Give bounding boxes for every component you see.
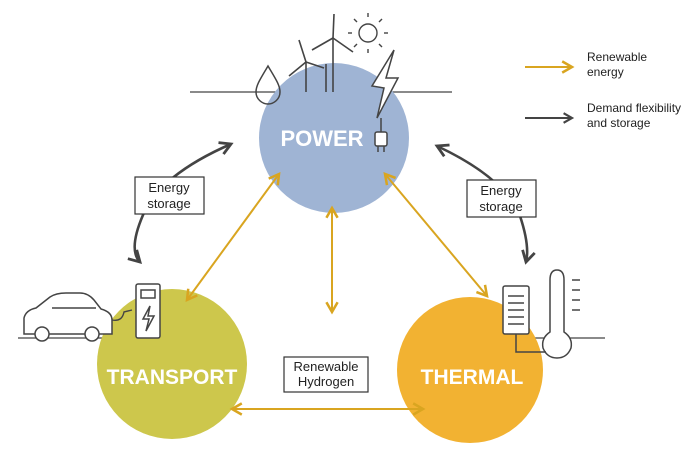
legend-demand-line2: and storage xyxy=(587,116,651,130)
lightning-icon xyxy=(370,49,400,119)
legend: Renewable energy Demand flexibility and … xyxy=(525,50,681,130)
thermal-label: THERMAL xyxy=(421,366,524,389)
energy-storage-left-box: Energy storage xyxy=(134,176,205,215)
transport-circle xyxy=(97,289,247,439)
ev-charger-icon xyxy=(135,283,161,339)
energy-storage-right-line2: storage xyxy=(479,199,522,214)
heating-pipe xyxy=(515,334,546,353)
energy-storage-left-line1: Energy xyxy=(148,180,190,195)
legend-renewable-line1: Renewable xyxy=(587,50,647,64)
sun-icon xyxy=(348,13,388,53)
energy-storage-left-line2: storage xyxy=(147,196,190,211)
water-drop-icon xyxy=(255,64,281,105)
renewable-hydrogen-line2: Hydrogen xyxy=(298,374,354,389)
thermometer-icon xyxy=(541,269,580,359)
transport-label: TRANSPORT xyxy=(107,366,238,389)
legend-renewable-line2: energy xyxy=(587,65,624,79)
charging-cable xyxy=(111,309,133,322)
legend-demand-line1: Demand flexibility xyxy=(587,101,681,115)
wind-turbine-icon xyxy=(288,13,354,92)
radiator-icon xyxy=(502,285,530,335)
power-circle xyxy=(259,63,409,213)
car-icon xyxy=(23,292,113,342)
plug-icon xyxy=(374,118,388,152)
renewable-hydrogen-line1: Renewable xyxy=(293,359,358,374)
energy-storage-right-line1: Energy xyxy=(480,183,522,198)
power-label: POWER xyxy=(280,126,363,151)
renewable-hydrogen-box: Renewable Hydrogen xyxy=(283,356,369,393)
energy-storage-right-box: Energy storage xyxy=(466,179,537,218)
